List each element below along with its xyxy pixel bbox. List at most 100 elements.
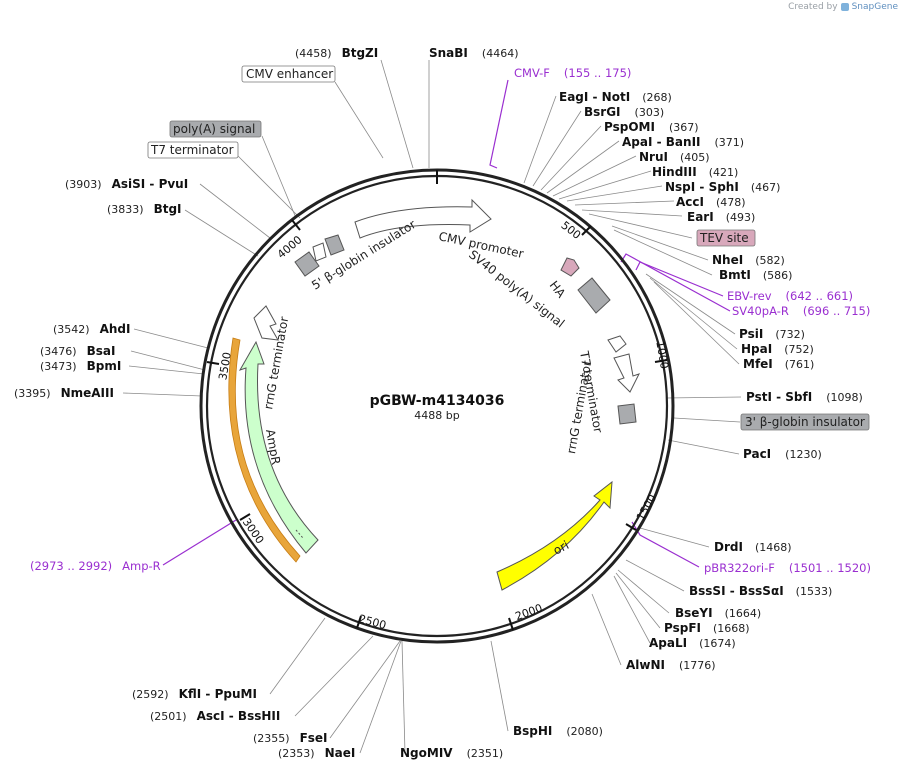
site-position: (4458) — [295, 47, 332, 60]
site-position: (1098) — [826, 391, 863, 404]
label-t7-terminator: T7 terminator — [150, 143, 234, 157]
site-position: (1230) — [785, 448, 822, 461]
site-position: (2973 .. 2992) — [30, 559, 112, 573]
tick-1500: 1500 — [634, 492, 659, 523]
plasmid-name: pGBW-m4134036 — [370, 393, 505, 409]
label-amp-r: AmpR — [263, 428, 283, 466]
site-name: MfeI — [743, 357, 773, 371]
credit-prefix: Created by — [788, 2, 838, 12]
tick-marks — [206, 170, 668, 631]
site-position: (2355) — [253, 732, 290, 745]
primer-sv40pa-r: SV40pA-R (696 .. 715) — [732, 304, 870, 318]
site-name: CMV-F — [514, 66, 550, 80]
site-position: (1533) — [796, 585, 833, 598]
enzyme-nspi-sphi: NspI - SphI(467) — [665, 180, 780, 194]
beta-globin-5-shape — [324, 234, 345, 256]
site-name: NgoMIV — [400, 746, 453, 760]
site-position: (582) — [755, 254, 785, 267]
enzyme-fsei: (2355) FseI — [253, 731, 328, 745]
site-position: (696 .. 715) — [803, 304, 871, 318]
features — [228, 198, 640, 591]
enzyme-psti-sbfi: PstI - SbfI (1098) — [746, 390, 863, 404]
ori-arrow — [496, 480, 613, 591]
site-name: NmeAIII — [61, 386, 114, 400]
site-name: SV40pA-R — [732, 304, 789, 318]
site-name: FseI — [300, 731, 328, 745]
site-name: SnaBI — [429, 46, 468, 60]
site-name: AhdI — [100, 322, 131, 336]
enzyme-kfli-ppumi: (2592)KflI - PpuMI — [132, 687, 257, 701]
enzyme-apali: ApaLI (1674) — [649, 636, 736, 650]
site-position: (732) — [775, 328, 805, 341]
site-name: NspI - SphI — [665, 180, 739, 194]
snapgene-logo-icon — [840, 3, 849, 11]
enzyme-btgi: (3833)BtgI — [107, 202, 182, 216]
site-position: (2353) — [278, 747, 315, 760]
site-name: BseYI — [675, 606, 713, 620]
site-position: (421) — [709, 166, 739, 179]
site-position: (1468) — [755, 541, 792, 554]
site-position: (493) — [726, 211, 756, 224]
enzyme-psii: PsiI (732) — [739, 327, 805, 341]
leader-lines — [122, 59, 742, 754]
site-name: AsiSI - PvuI — [112, 177, 189, 191]
site-name: PspOMI — [604, 120, 655, 134]
beta-globin-3-shape — [617, 403, 637, 425]
enzyme-hindiii: HindIII(421) — [652, 165, 738, 179]
primer-lines — [162, 79, 731, 568]
site-position: (3476) — [40, 345, 77, 358]
enzyme-btgzi: (4458)BtgZI — [295, 46, 378, 60]
enzyme-drdi: DrdI (1468) — [714, 540, 792, 554]
site-name: BsrGI — [584, 105, 621, 119]
site-name: BpmI — [87, 359, 122, 373]
enzyme-mfei: MfeI (761) — [743, 357, 814, 371]
enzyme-bpmi: (3473)BpmI — [40, 359, 121, 373]
site-name: AscI - BssHII — [197, 709, 281, 723]
label-3-beta-globin: 3' β-globin insulator — [745, 415, 865, 429]
credit-brand: SnapGene — [851, 2, 898, 12]
enzyme-pspfi: PspFI(1668) — [664, 621, 750, 635]
enzyme-apai-banii: ApaI - BanII(371) — [622, 135, 744, 149]
label-cmv-enhancer: CMV enhancer — [246, 67, 333, 81]
enzyme-psp-omi: PspOMI(367) — [604, 120, 699, 134]
enzyme-bsssi: BssSI - BssSαI(1533) — [689, 584, 832, 598]
site-position: (405) — [680, 151, 710, 164]
boxed-labels: CMV enhancer poly(A) signal T7 terminato… — [147, 65, 870, 431]
site-name: NruI — [639, 150, 668, 164]
site-position: (761) — [785, 358, 815, 371]
site-position: (1776) — [679, 659, 716, 672]
site-name: PstI - SbfI — [746, 390, 812, 404]
site-name: HpaI — [741, 342, 772, 356]
site-position: (586) — [763, 269, 793, 282]
sv40-polya-shape — [577, 277, 611, 314]
amp-r-outline — [228, 337, 301, 563]
site-name: ApaLI — [649, 636, 687, 650]
tick-500: 500 — [559, 219, 584, 242]
plasmid-length: 4488 bp — [414, 409, 459, 422]
tick-1000: 1000 — [653, 340, 671, 370]
site-position: (4464) — [482, 47, 519, 60]
site-name: pBR322ori-F — [704, 561, 775, 575]
site-name: BmtI — [719, 268, 751, 282]
site-position: (1674) — [699, 637, 736, 650]
enzyme-eagi-noti: EagI - NotI(268) — [559, 90, 672, 104]
enzyme-nrui: NruI (405) — [639, 150, 710, 164]
enzyme-bsai: (3476)BsaI — [40, 344, 115, 358]
site-name: NheI — [712, 253, 743, 267]
enzyme-ahdi: (3542)AhdI — [53, 322, 130, 336]
site-name: EarI — [687, 210, 714, 224]
rrng-term-arrow-left — [253, 305, 279, 341]
site-name: PsiI — [739, 327, 763, 341]
enzyme-nhei: NheI (582) — [712, 253, 785, 267]
site-name: AlwNI — [626, 658, 665, 672]
site-position: (1501 .. 1520) — [789, 561, 871, 575]
site-name: DrdI — [714, 540, 743, 554]
enzyme-eari: EarI (493) — [687, 210, 755, 224]
t7-term-arrow-right — [607, 335, 627, 353]
enzyme-acci: AccI(478) — [676, 195, 746, 209]
ha-shape — [560, 257, 580, 277]
cmv-promoter-arrow — [354, 198, 492, 239]
site-name: BspHI — [513, 724, 552, 738]
polya-shape — [294, 251, 320, 277]
